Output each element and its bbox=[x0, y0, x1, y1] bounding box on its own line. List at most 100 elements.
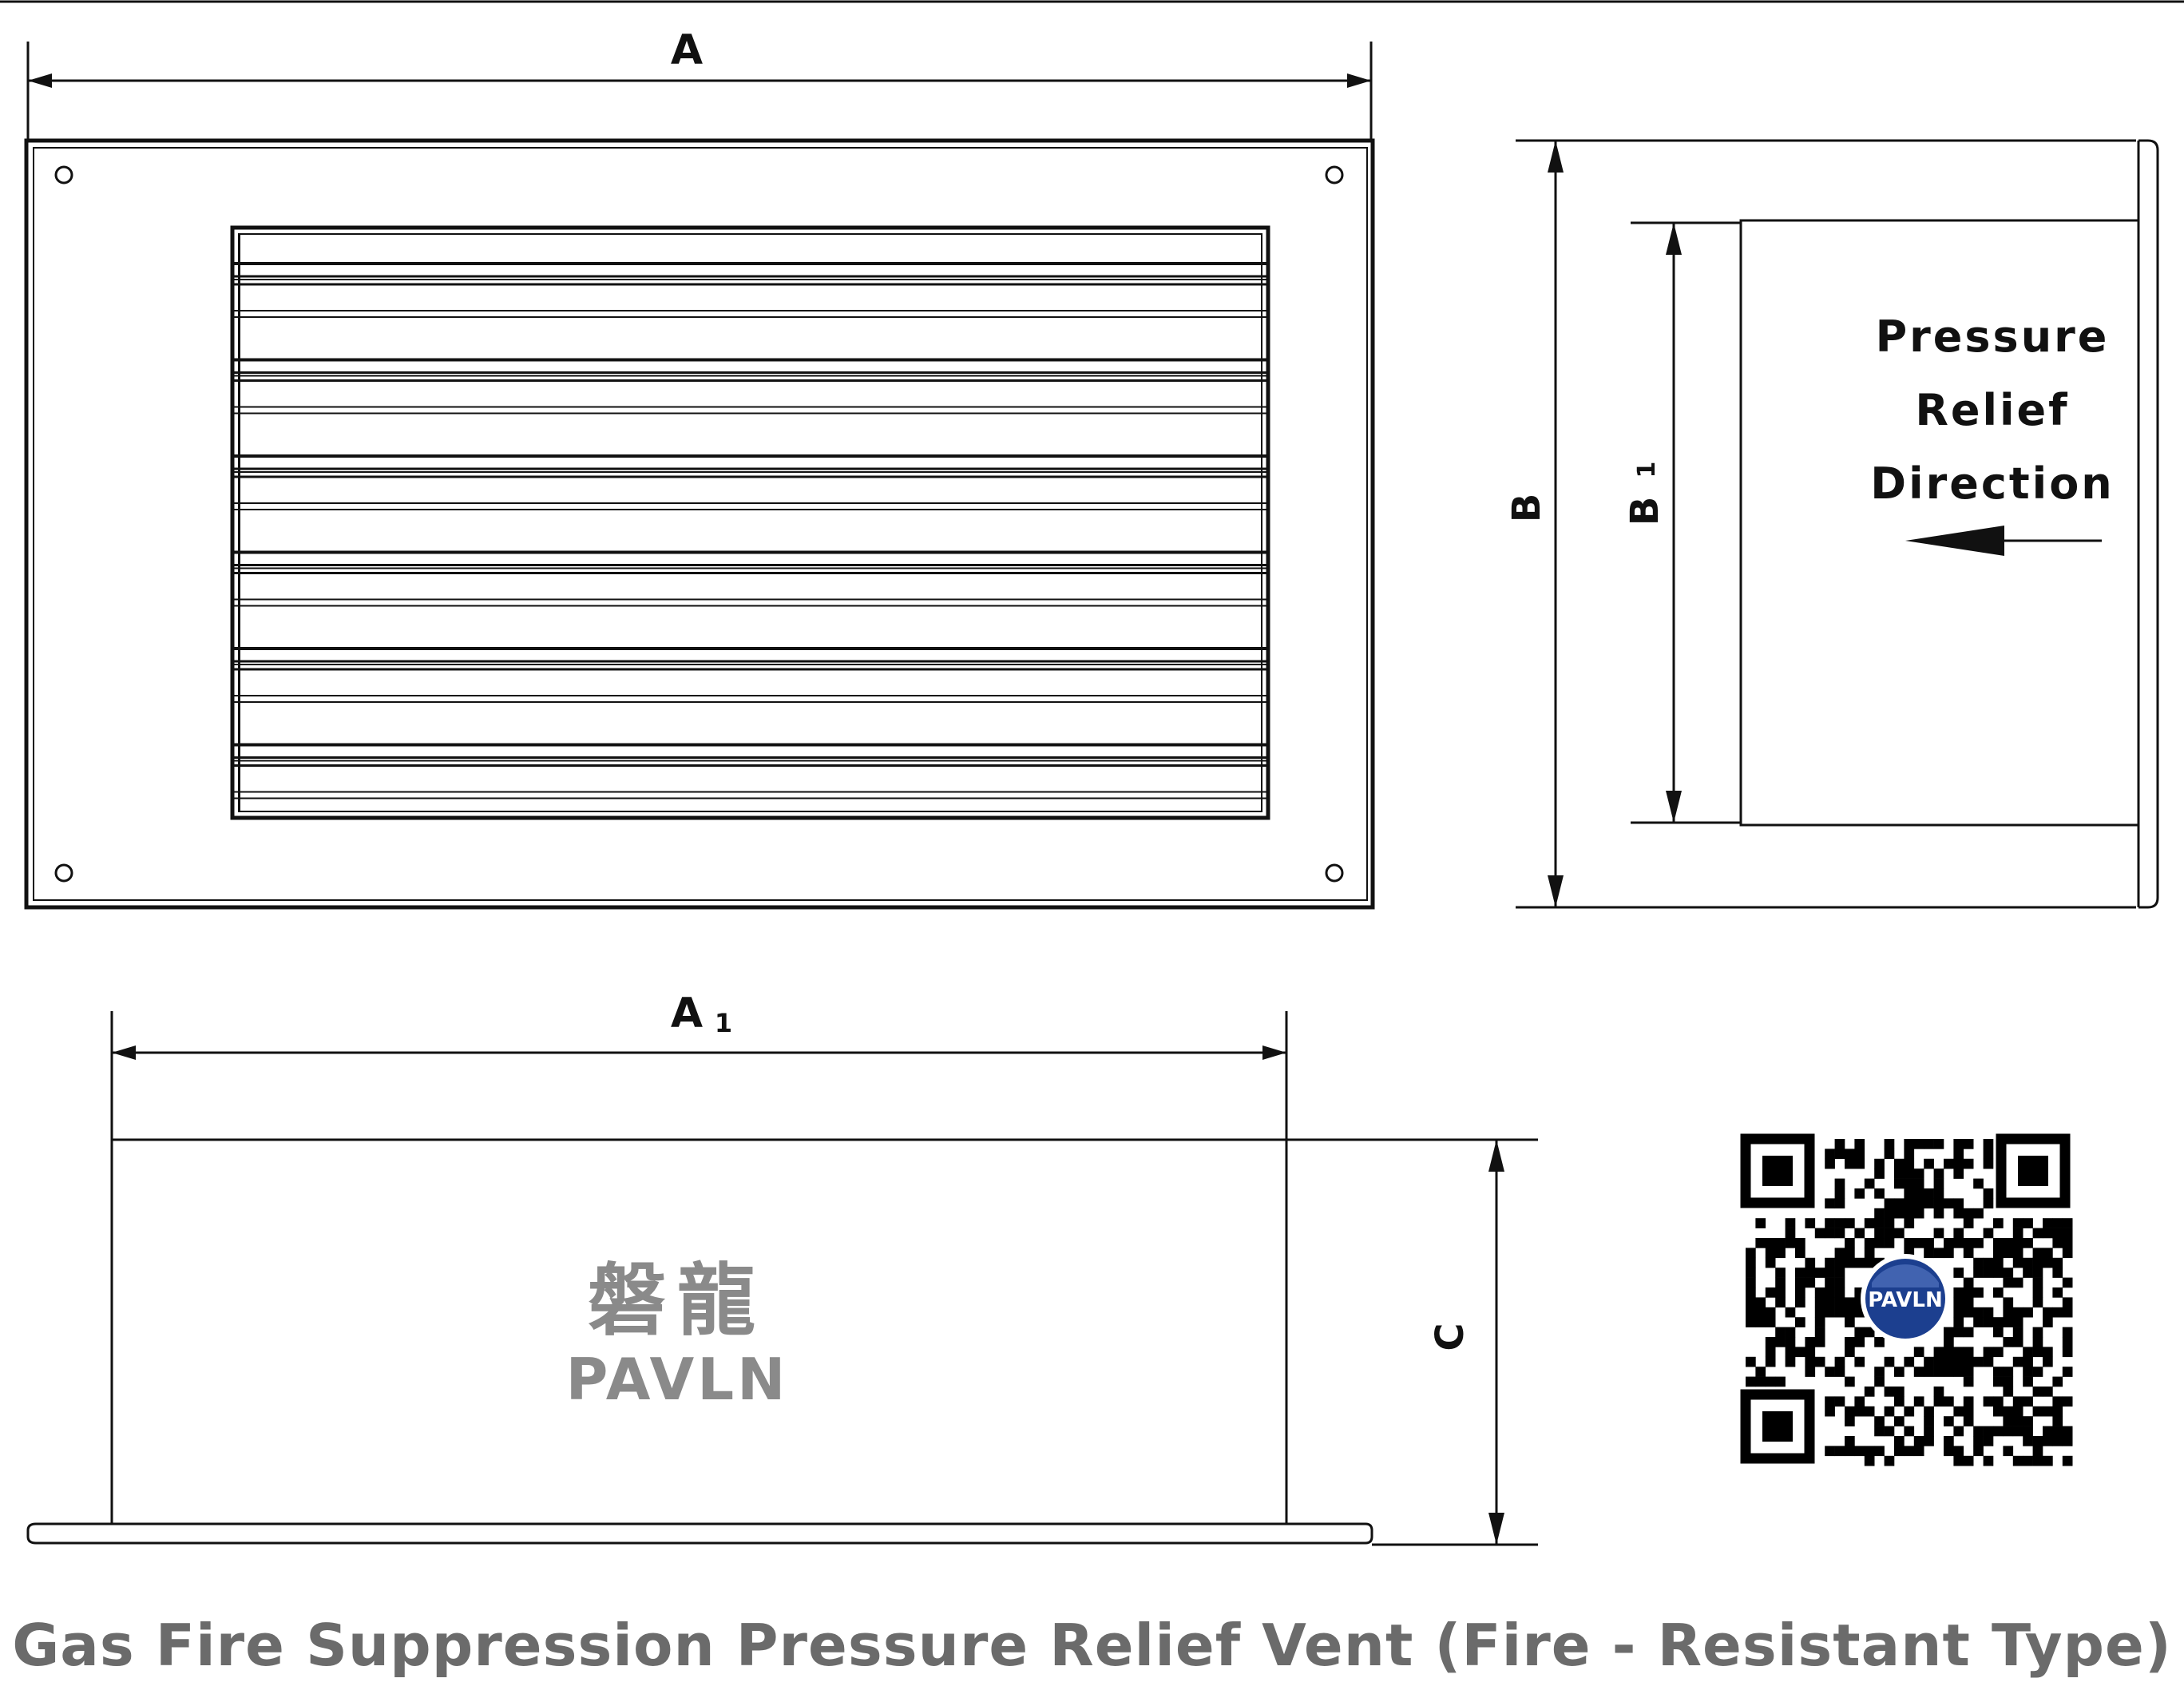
qr-module bbox=[1904, 1149, 1915, 1160]
qr-module bbox=[1814, 1307, 1825, 1318]
qr-module bbox=[2062, 1327, 2073, 1338]
qr-module bbox=[1963, 1208, 1974, 1219]
qr-module bbox=[2003, 1387, 2014, 1397]
qr-module bbox=[1983, 1347, 1994, 1358]
qr-module bbox=[1983, 1149, 1994, 1160]
qr-module bbox=[1854, 1257, 1865, 1268]
qr-module bbox=[2012, 1317, 2023, 1327]
qr-module bbox=[1795, 1238, 1805, 1248]
qr-module bbox=[1746, 1257, 1756, 1268]
qr-module bbox=[1874, 1228, 1885, 1239]
qr-badge-label: PAVLN bbox=[1868, 1288, 1942, 1312]
qr-module bbox=[1805, 1277, 1816, 1288]
qr-module bbox=[1953, 1158, 1964, 1169]
qr-module bbox=[1845, 1238, 1855, 1248]
qr-module bbox=[1775, 1268, 1786, 1278]
qr-module bbox=[1785, 1238, 1796, 1248]
qr-module bbox=[1864, 1455, 1875, 1466]
qr-module bbox=[2032, 1436, 2043, 1446]
qr-module bbox=[1884, 1139, 1895, 1149]
qr-module bbox=[2023, 1426, 2033, 1437]
qr-module bbox=[2003, 1238, 2014, 1248]
qr-module bbox=[2003, 1376, 2014, 1387]
qr-module bbox=[1775, 1376, 1786, 1387]
qr-module bbox=[1854, 1396, 1865, 1407]
qr-module bbox=[1953, 1367, 1964, 1377]
qr-module bbox=[2003, 1248, 2014, 1259]
qr-module bbox=[1894, 1367, 1905, 1377]
qr-module bbox=[1913, 1347, 1924, 1358]
qr-module bbox=[1854, 1139, 1865, 1149]
qr-module bbox=[1993, 1268, 2004, 1278]
qr-module bbox=[1765, 1317, 1776, 1327]
qr-module bbox=[1983, 1317, 1994, 1327]
qr-module bbox=[1805, 1257, 1816, 1268]
qr-module bbox=[2032, 1387, 2043, 1397]
qr-module bbox=[1933, 1178, 1944, 1189]
qr-module bbox=[1904, 1188, 1915, 1199]
qr-module bbox=[1924, 1356, 1934, 1367]
qr-module bbox=[1765, 1376, 1776, 1387]
qr-module bbox=[1983, 1268, 1994, 1278]
qr-module bbox=[1755, 1376, 1766, 1387]
qr-module bbox=[1785, 1347, 1796, 1358]
qr-module bbox=[1834, 1178, 1845, 1189]
qr-module bbox=[1746, 1248, 1756, 1259]
qr-module bbox=[1963, 1347, 1974, 1358]
qr-module bbox=[1834, 1139, 1845, 1149]
qr-module bbox=[1874, 1446, 1885, 1457]
qr-module bbox=[1834, 1268, 1845, 1278]
qr-module bbox=[2012, 1228, 2023, 1239]
qr-module bbox=[2052, 1406, 2063, 1417]
qr-module bbox=[2032, 1268, 2043, 1278]
qr-module bbox=[1924, 1416, 1934, 1426]
qr-module bbox=[1755, 1367, 1766, 1377]
qr-module bbox=[1854, 1188, 1865, 1199]
qr-module bbox=[1993, 1406, 2004, 1417]
qr-module bbox=[1864, 1327, 1875, 1338]
qr-module bbox=[1874, 1158, 1885, 1169]
qr-module bbox=[1845, 1307, 1855, 1318]
qr-module bbox=[1953, 1455, 1964, 1466]
qr-module bbox=[1775, 1327, 1786, 1338]
qr-module bbox=[1933, 1228, 1944, 1239]
qr-module bbox=[1864, 1257, 1875, 1268]
qr-module bbox=[1953, 1287, 1964, 1298]
qr-module bbox=[2062, 1297, 2073, 1308]
qr-module bbox=[1765, 1347, 1776, 1358]
qr-module bbox=[1953, 1139, 1964, 1149]
qr-module bbox=[1825, 1287, 1835, 1298]
qr-module bbox=[1953, 1356, 1964, 1367]
qr-module bbox=[1913, 1238, 1924, 1248]
qr-module bbox=[1814, 1228, 1825, 1239]
qr-module bbox=[1913, 1208, 1924, 1219]
qr-module bbox=[2032, 1327, 2043, 1338]
qr-module bbox=[2032, 1446, 2043, 1457]
qr-module bbox=[1944, 1396, 1954, 1407]
qr-module bbox=[1845, 1347, 1855, 1358]
qr-module bbox=[2062, 1218, 2073, 1228]
qr-module bbox=[1993, 1327, 2004, 1338]
qr-module bbox=[1825, 1228, 1835, 1239]
qr-module bbox=[2062, 1436, 2073, 1446]
qr-module bbox=[1845, 1376, 1855, 1387]
qr-module bbox=[2012, 1327, 2023, 1338]
qr-module bbox=[1854, 1446, 1865, 1457]
qr-module bbox=[1963, 1356, 1974, 1367]
qr-module bbox=[1894, 1436, 1905, 1446]
qr-module bbox=[1944, 1446, 1954, 1457]
qr-module bbox=[2003, 1426, 2014, 1437]
qr-module bbox=[2012, 1455, 2023, 1466]
qr-module bbox=[2023, 1257, 2033, 1268]
qr-module bbox=[1834, 1307, 1845, 1318]
qr-module bbox=[1894, 1416, 1905, 1426]
qr-module bbox=[1904, 1168, 1915, 1179]
qr-module bbox=[1845, 1436, 1855, 1446]
qr-module bbox=[2062, 1277, 2073, 1288]
qr-module bbox=[1785, 1228, 1796, 1239]
qr-module bbox=[2062, 1307, 2073, 1318]
qr-module bbox=[1805, 1356, 1816, 1367]
qr-module bbox=[1765, 1257, 1776, 1268]
qr-module bbox=[2043, 1317, 2053, 1327]
qr-module bbox=[1933, 1208, 1944, 1219]
